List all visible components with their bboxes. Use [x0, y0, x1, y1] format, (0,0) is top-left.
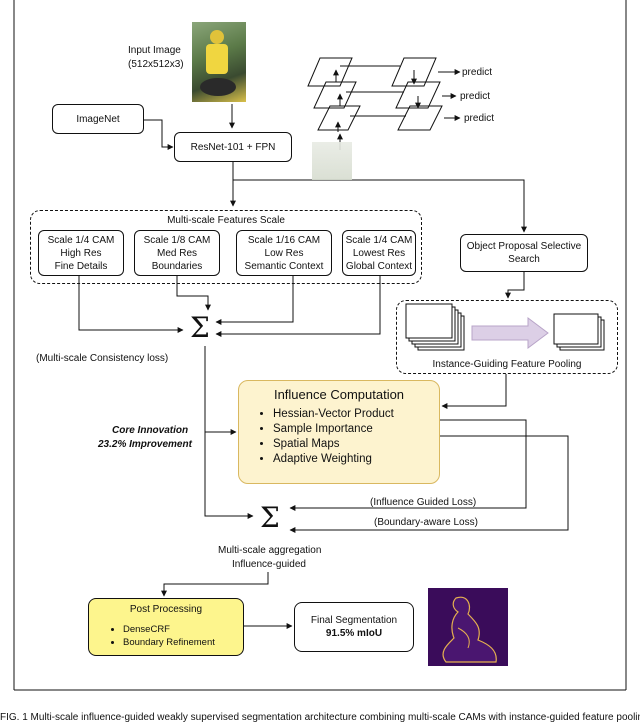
final-score: 91.5% mIoU	[325, 628, 383, 639]
sum-symbol-aggregation: Σ	[260, 501, 280, 534]
scale-1-res: High Res	[60, 247, 102, 259]
scale-4-title: Scale 1/4 CAM	[345, 234, 413, 246]
scale-box-1: Scale 1/4 CAM High Res Fine Details	[38, 230, 124, 276]
post-item: Boundary Refinement	[123, 636, 215, 649]
aggregation-label-1: Multi-scale aggregation	[218, 545, 322, 556]
arrow-pooling-to-influence	[441, 374, 507, 409]
arrow-scale3-to-sum	[215, 275, 294, 325]
final-segmentation-box: Final Segmentation 91.5% mIoU	[294, 602, 414, 652]
figure-caption: FIG. 1 Multi-scale influence-guided weak…	[0, 712, 640, 723]
arrow-scale4-to-sum	[215, 275, 381, 337]
proposal-line-2: Search	[508, 254, 540, 265]
imagenet-box: ImageNet	[52, 104, 144, 134]
object-proposal-box: Object Proposal Selective Search	[460, 234, 588, 272]
arrow-boundary-loss	[289, 435, 569, 533]
consistency-loss-label: (Multi-scale Consistency loss)	[36, 353, 169, 364]
arrow-scale2-to-sum	[176, 275, 211, 311]
arrow-backbone-to-proposal	[233, 179, 527, 233]
multiscale-title: Multi-scale Features Scale	[167, 215, 285, 226]
pooling-output-stack	[553, 313, 605, 351]
influence-item: Sample Importance	[273, 422, 394, 437]
pooling-input-stack	[405, 303, 465, 351]
scale-box-3: Scale 1/16 CAM Low Res Semantic Context	[236, 230, 332, 276]
backbone-box: ResNet-101 + FPN	[174, 132, 292, 162]
influence-computation-box: Influence Computation Hessian-Vector Pro…	[238, 380, 440, 484]
arrow-scale1-to-sum	[78, 275, 184, 333]
post-processing-list: DenseCRF Boundary Refinement	[111, 623, 215, 649]
influence-list: Hessian-Vector Product Sample Importance…	[259, 407, 394, 467]
feature-thumbnail	[312, 142, 352, 180]
scale-box-4: Scale 1/4 CAM Lowest Res Global Context	[342, 230, 416, 276]
scale-1-title: Scale 1/4 CAM	[47, 234, 115, 246]
multiscale-group	[30, 210, 422, 284]
aggregation-label-2: Influence-guided	[232, 559, 306, 570]
post-processing-box: Post Processing DenseCRF Boundary Refine…	[88, 598, 244, 656]
core-improvement-label: 23.2% Improvement	[98, 439, 192, 450]
pooling-label: Instance-Guiding Feature Pooling	[432, 359, 582, 370]
post-item: DenseCRF	[123, 623, 215, 636]
input-image-size: (512x512x3)	[128, 59, 184, 70]
imagenet-label: ImageNet	[76, 113, 120, 125]
scale-1-desc: Fine Details	[54, 260, 108, 272]
scale-3-res: Low Res	[264, 247, 304, 259]
scale-2-res: Med Res	[156, 247, 197, 259]
influence-item: Adaptive Weighting	[273, 452, 394, 467]
backbone-label: ResNet-101 + FPN	[190, 141, 276, 153]
influence-title: Influence Computation	[273, 387, 405, 402]
scale-3-title: Scale 1/16 CAM	[247, 234, 321, 246]
pooling-arrow-icon	[471, 317, 549, 349]
scale-4-desc: Global Context	[345, 260, 413, 272]
arrow-proposal-to-pooling	[505, 272, 525, 299]
connector-layer	[13, 0, 627, 691]
scale-2-title: Scale 1/8 CAM	[143, 234, 211, 246]
core-innovation-label: Core Innovation	[112, 425, 189, 436]
input-image-thumbnail	[192, 22, 246, 102]
input-image-title: Input Image	[128, 45, 181, 56]
diagram-frame: Input Image (512x512x3) predict predict …	[0, 0, 640, 700]
predict-label-1: predict	[462, 67, 493, 78]
influence-item: Hessian-Vector Product	[273, 407, 394, 422]
fpn-pyramid-illustration	[307, 57, 461, 150]
influence-item: Spatial Maps	[273, 437, 394, 452]
scale-3-desc: Semantic Context	[244, 260, 324, 272]
segmentation-output-image	[428, 588, 508, 666]
predict-label-2: predict	[460, 91, 491, 102]
arrow-imagenet-to-backbone	[144, 119, 174, 150]
final-title: Final Segmentation	[310, 615, 398, 626]
pooling-group	[396, 300, 618, 374]
post-processing-title: Post Processing	[129, 604, 203, 615]
arrow-sum-to-aggregation	[204, 346, 254, 519]
scale-4-res: Lowest Res	[352, 247, 406, 259]
scale-box-2: Scale 1/8 CAM Med Res Boundaries	[134, 230, 220, 276]
influence-guided-loss-label: (Influence Guided Loss)	[370, 497, 477, 508]
sum-symbol-consistency: Σ	[190, 311, 210, 344]
arrow-aggregation-to-post	[161, 572, 269, 597]
predict-label-3: predict	[464, 113, 495, 124]
arrow-influence-guided-loss	[289, 419, 527, 511]
boundary-aware-loss-label: (Boundary-aware Loss)	[374, 517, 478, 528]
scale-2-desc: Boundaries	[151, 260, 203, 272]
proposal-line-1: Object Proposal Selective	[466, 241, 582, 252]
